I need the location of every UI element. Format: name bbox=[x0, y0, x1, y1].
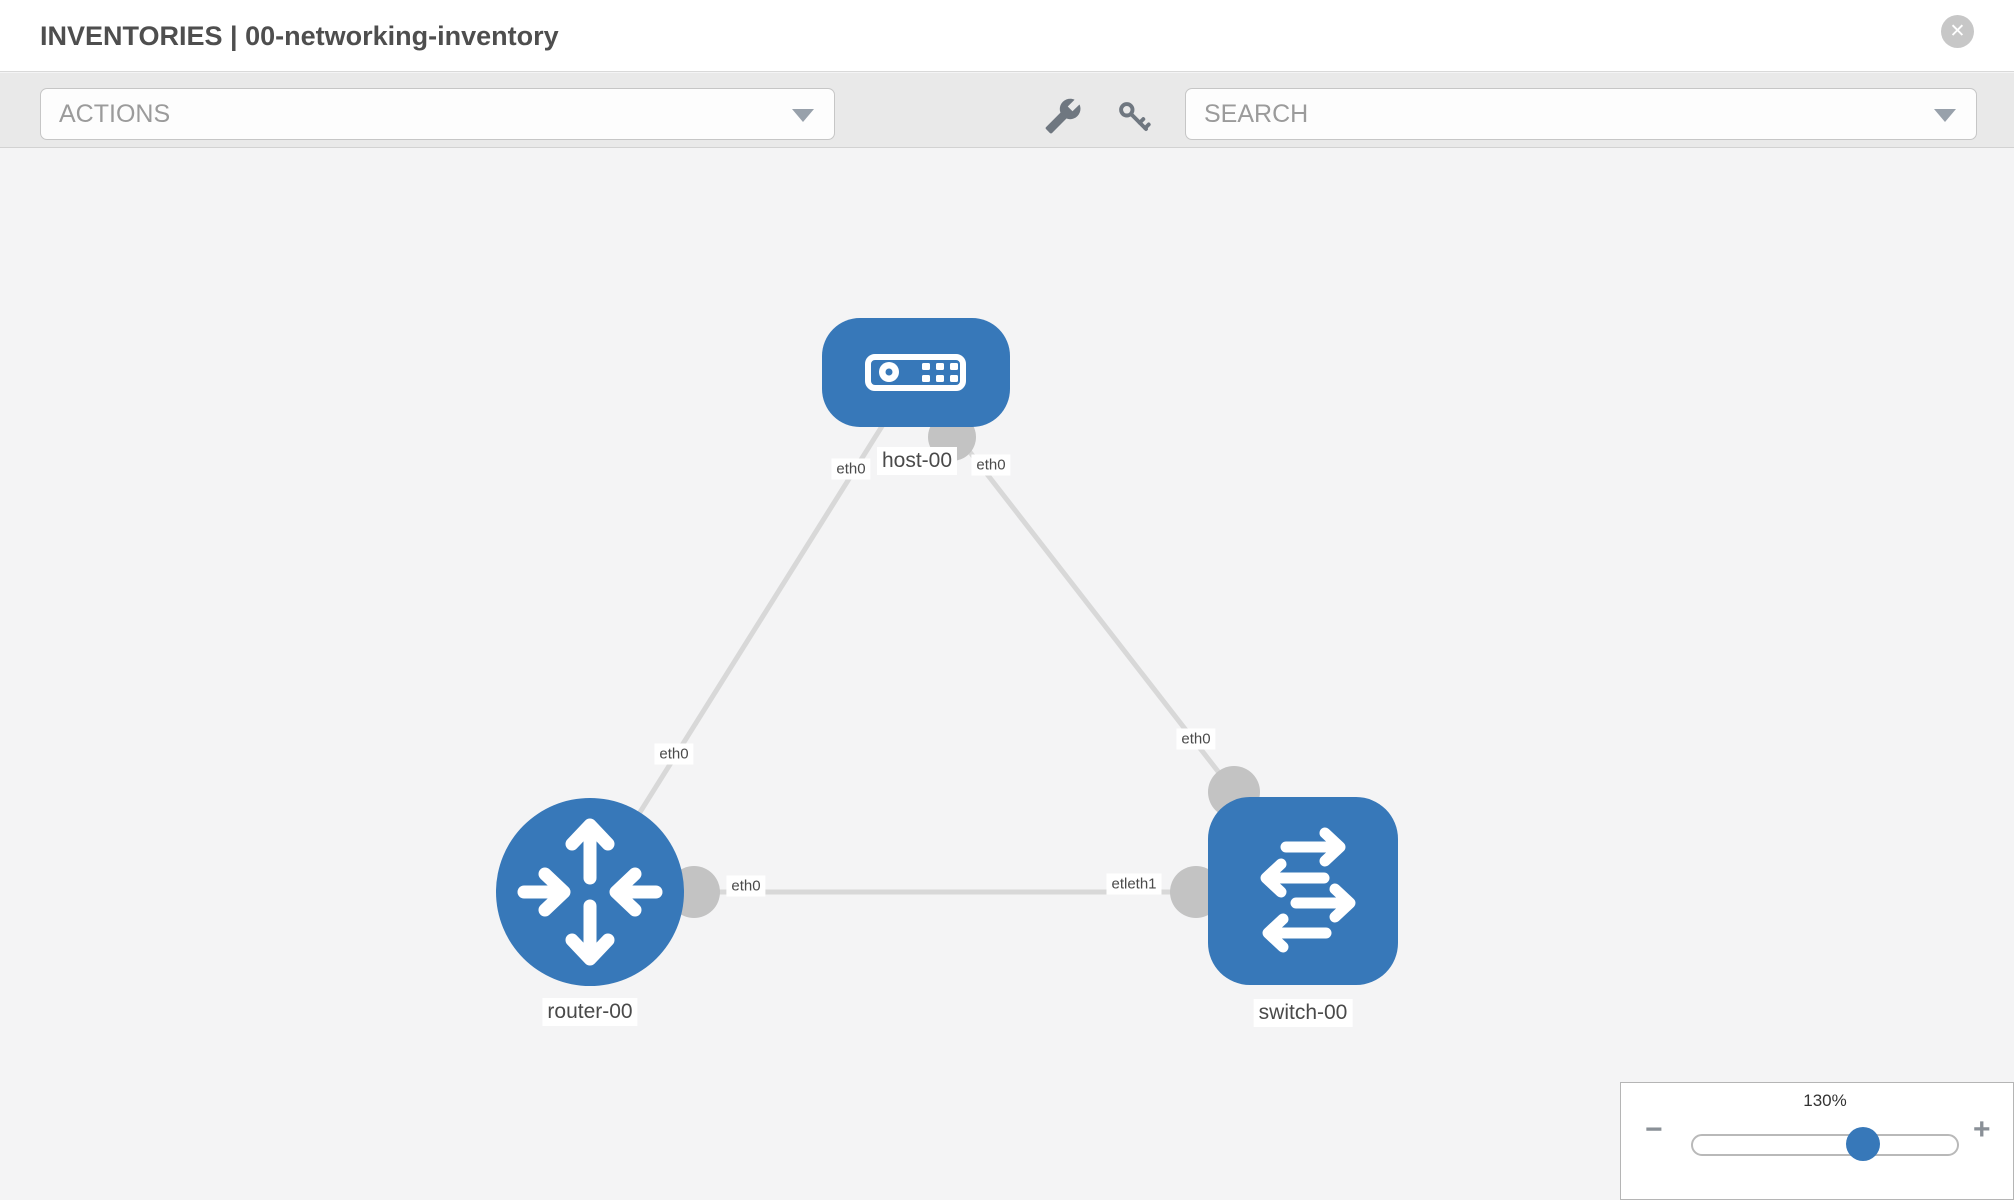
router-icon bbox=[517, 818, 663, 966]
node-label-router: router-00 bbox=[542, 998, 638, 1026]
zoom-out-button[interactable]: − bbox=[1645, 1113, 1663, 1147]
interface-label-switch-left: etleth1 bbox=[1106, 873, 1162, 895]
tools-button[interactable] bbox=[1044, 97, 1082, 140]
node-router-00[interactable] bbox=[496, 798, 684, 986]
switch-icon bbox=[1260, 827, 1356, 953]
interface-label-router-top: eth0 bbox=[654, 743, 694, 765]
search-placeholder: SEARCH bbox=[1204, 100, 1309, 128]
node-label-host: host-00 bbox=[876, 447, 958, 475]
node-label-switch: switch-00 bbox=[1253, 999, 1353, 1027]
actions-dropdown-label: ACTIONS bbox=[59, 100, 171, 128]
interface-label-host-left: eth0 bbox=[831, 458, 871, 480]
search-dropdown[interactable]: SEARCH bbox=[1185, 88, 1977, 140]
zoom-level: 130% bbox=[1803, 1091, 1847, 1110]
zoom-in-button[interactable]: + bbox=[1973, 1113, 1991, 1147]
key-button[interactable] bbox=[1116, 99, 1152, 140]
actions-dropdown[interactable]: ACTIONS bbox=[40, 88, 835, 140]
zoom-slider-handle[interactable] bbox=[1846, 1127, 1880, 1161]
wrench-icon bbox=[1045, 98, 1081, 134]
close-icon: ✕ bbox=[1949, 21, 1966, 42]
caret-down-icon bbox=[1934, 109, 1956, 122]
close-button[interactable]: ✕ bbox=[1941, 15, 1974, 48]
zoom-slider[interactable] bbox=[1691, 1134, 1959, 1156]
zoom-panel: 130% − + bbox=[1620, 1082, 2014, 1200]
topology-canvas[interactable]: host-00 router-00 switch-00 eth0 eth0 et… bbox=[0, 148, 2014, 1200]
toolbar: ACTIONS SEARCH bbox=[0, 73, 2014, 148]
links-layer bbox=[587, 370, 1260, 918]
interface-label-switch-top: eth0 bbox=[1176, 728, 1216, 750]
minus-icon: − bbox=[1645, 1113, 1663, 1146]
node-switch-00[interactable] bbox=[1208, 797, 1398, 985]
page-header: INVENTORIES | 00-networking-inventory ✕ bbox=[0, 0, 2014, 72]
page-title: INVENTORIES | 00-networking-inventory bbox=[40, 21, 559, 51]
plus-icon: + bbox=[1973, 1113, 1991, 1146]
caret-down-icon bbox=[792, 109, 814, 122]
key-icon bbox=[1119, 102, 1151, 131]
interface-label-host-right: eth0 bbox=[971, 454, 1011, 476]
interface-label-router-right: eth0 bbox=[726, 875, 766, 897]
host-icon bbox=[865, 354, 966, 391]
node-host-00[interactable] bbox=[822, 318, 1010, 427]
